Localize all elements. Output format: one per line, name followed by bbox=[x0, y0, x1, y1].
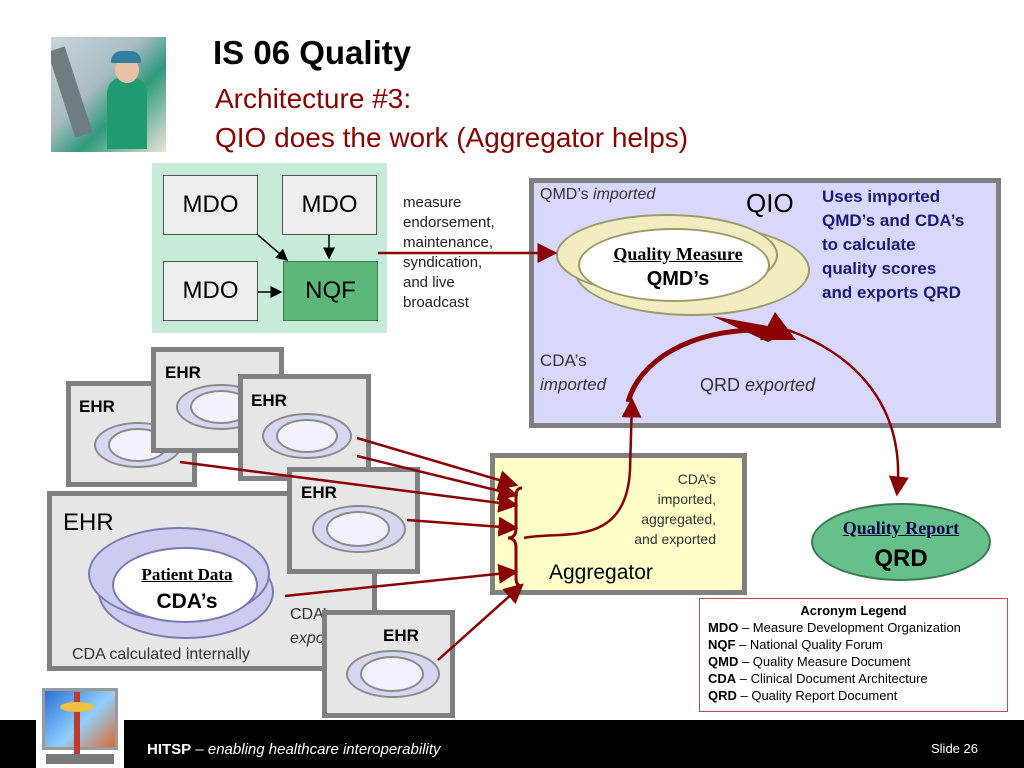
legend-item: QMD – Quality Measure Document bbox=[708, 653, 999, 670]
nqf-note-line: endorsement, bbox=[403, 214, 495, 231]
legend-item: CDA – Clinical Document Architecture bbox=[708, 670, 999, 687]
nqf-note-line: syndication, bbox=[403, 254, 483, 271]
arrow-mdo1-nqf bbox=[257, 234, 289, 261]
nqf-note-line: and live bbox=[403, 274, 455, 291]
ehr-box-4-label: EHR bbox=[301, 483, 337, 502]
ehr-box-5-ellipse-front bbox=[360, 656, 424, 692]
aggregator-note-line: and exported bbox=[634, 531, 716, 547]
ehr-box-2-label: EHR bbox=[165, 363, 201, 382]
qio-note-line: quality scores bbox=[822, 259, 937, 278]
quality-report-title: Quality Report bbox=[842, 518, 960, 538]
aggregator-note-line: imported, bbox=[657, 491, 716, 507]
legend-desc: – Quality Measure Document bbox=[738, 654, 911, 669]
nqf-note-line: measure bbox=[403, 194, 462, 211]
legend-desc: – Measure Development Organization bbox=[738, 620, 961, 635]
qio-note: Uses imported QMD’s and CDA’s to calcula… bbox=[822, 185, 964, 305]
arrow-ehr3-aggregator bbox=[356, 436, 519, 490]
legend-desc: – Quality Report Document bbox=[736, 688, 898, 703]
arrow-ehr1-aggregator bbox=[179, 460, 519, 513]
nqf-note: measure endorsement, maintenance, syndic… bbox=[403, 193, 495, 313]
patient-data-sub: CDA’s bbox=[156, 590, 218, 613]
arrow-aggregator-qio bbox=[523, 397, 642, 540]
arrow-ehr3b-aggregator bbox=[356, 454, 519, 501]
qmd-prefix: QMD’s bbox=[540, 186, 589, 203]
mdo-box-2: MDO bbox=[282, 175, 377, 235]
footer-brand: HITSP bbox=[147, 741, 192, 758]
ehr-box-4-ellipse-front bbox=[326, 511, 390, 547]
arrow-qio-report bbox=[787, 328, 909, 497]
qrd-prefix: QRD bbox=[700, 375, 740, 395]
nqf-note-line: maintenance, bbox=[403, 234, 494, 251]
footer-tagline: HITSP – enabling healthcare interoperabi… bbox=[147, 741, 441, 758]
quality-report-sub: QRD bbox=[874, 545, 928, 572]
ehr-big-label: EHR bbox=[63, 509, 114, 536]
qrd-exported-label: QRD exported bbox=[700, 375, 815, 396]
footer-tagline-text: enabling healthcare interoperability bbox=[207, 741, 441, 758]
quality-measure-title: Quality Measure bbox=[613, 244, 743, 264]
legend-item: NQF – National Quality Forum bbox=[708, 636, 999, 653]
legend-term: NQF bbox=[708, 637, 736, 652]
cda-imported-line1: CDA’s bbox=[540, 351, 587, 370]
qio-note-line: Uses imported bbox=[822, 187, 941, 206]
mdo-box-3: MDO bbox=[163, 261, 258, 321]
aggregator-box bbox=[490, 453, 747, 595]
legend-term: QRD bbox=[708, 688, 737, 703]
qio-triangle-marker bbox=[760, 312, 796, 340]
arrow-ehrbig-aggregator bbox=[284, 563, 519, 598]
nqf-note-line: broadcast bbox=[403, 294, 469, 311]
quality-report-ellipse bbox=[811, 503, 991, 581]
aggregator-label: Aggregator bbox=[549, 561, 653, 584]
quality-measure-ellipse-front bbox=[578, 228, 770, 302]
quality-measure-sub: QMD’s bbox=[646, 268, 710, 290]
aggregator-note: CDA’s imported, aggregated, and exported bbox=[600, 469, 716, 549]
cda-internal-label: CDA calculated internally bbox=[72, 646, 250, 663]
mdo-box-1: MDO bbox=[163, 175, 258, 235]
legend-term: MDO bbox=[708, 620, 739, 635]
legend-term: CDA bbox=[708, 671, 737, 686]
surgeon-photo bbox=[51, 37, 166, 152]
footer-bar bbox=[0, 720, 1024, 768]
patient-data-ellipse-front bbox=[112, 547, 258, 623]
acronym-legend: Acronym Legend MDO – Measure Development… bbox=[699, 598, 1008, 712]
arrow-ehr4-aggregator bbox=[406, 516, 519, 537]
qio-label: QIO bbox=[746, 188, 794, 218]
legend-heading: Acronym Legend bbox=[800, 603, 907, 618]
footer-dash: – bbox=[191, 741, 208, 758]
nqf-box: NQF bbox=[283, 261, 378, 321]
legend-item: QRD – Quality Report Document bbox=[708, 687, 999, 704]
legend-term: QMD bbox=[708, 654, 739, 669]
page-title: IS 06 Quality bbox=[213, 34, 412, 71]
cda-imported-line2: imported bbox=[540, 375, 607, 394]
slide-number: Slide 26 bbox=[931, 741, 978, 756]
ehr-box-1-label: EHR bbox=[79, 397, 115, 416]
aggregator-note-line: CDA’s bbox=[677, 471, 716, 487]
legend-desc: – National Quality Forum bbox=[735, 637, 883, 652]
hitsp-caduceus-logo bbox=[36, 684, 124, 768]
aggregator-note-line: aggregated, bbox=[641, 511, 716, 527]
ehr-box-5-label: EHR bbox=[383, 626, 419, 645]
subtitle-line1: Architecture #3: bbox=[215, 83, 412, 114]
qio-note-line: QMD’s and CDA’s bbox=[822, 211, 965, 230]
qrd-italic: exported bbox=[745, 375, 816, 395]
qio-note-line: and exports QRD bbox=[822, 283, 961, 302]
ehr-box-3-label: EHR bbox=[251, 391, 287, 410]
qmd-imported-label: QMD’s imported bbox=[540, 186, 655, 204]
patient-data-title: Patient Data bbox=[141, 565, 233, 584]
cda-import-thick-arrow bbox=[625, 327, 761, 403]
cda-imported-label: CDA’s imported bbox=[540, 349, 606, 397]
qio-note-line: to calculate bbox=[822, 235, 916, 254]
legend-item: MDO – Measure Development Organization bbox=[708, 619, 999, 636]
subtitle-line2: QIO does the work (Aggregator helps) bbox=[215, 122, 689, 153]
ehr-box-3-ellipse-front bbox=[276, 419, 338, 453]
arrow-ehr5-aggregator bbox=[437, 583, 524, 661]
aggregator-brace bbox=[507, 486, 523, 588]
legend-desc: – Clinical Document Architecture bbox=[736, 671, 928, 686]
qmd-italic: imported bbox=[593, 186, 656, 203]
